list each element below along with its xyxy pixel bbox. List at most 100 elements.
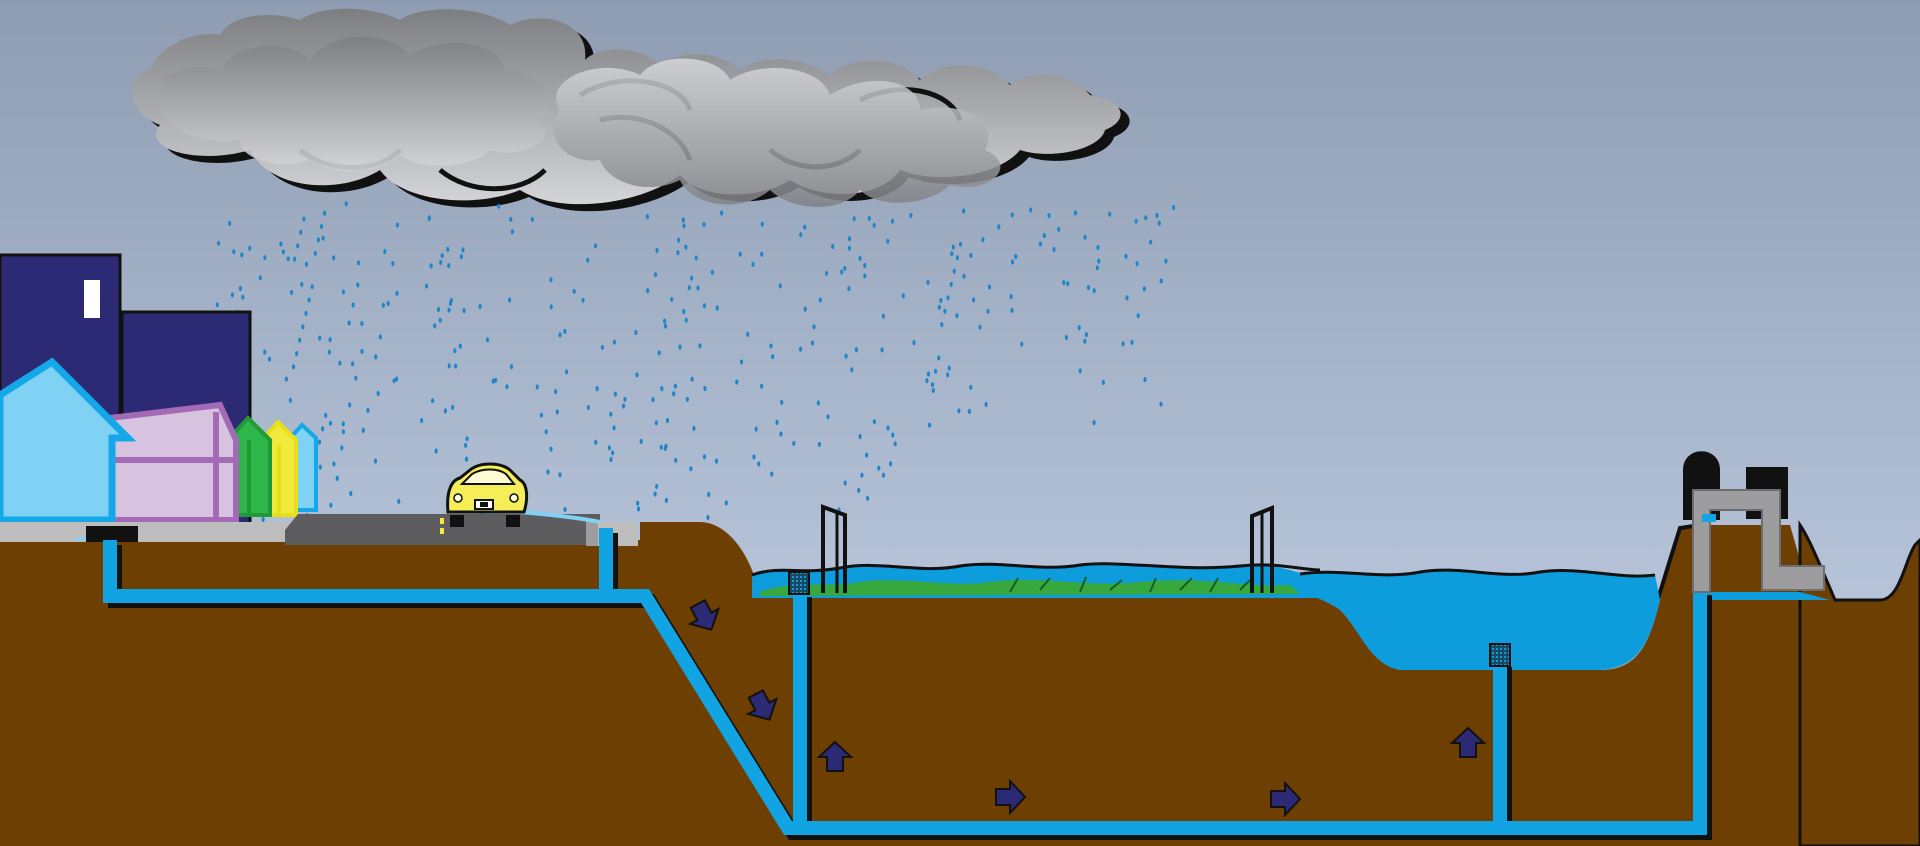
raindrop bbox=[494, 377, 498, 383]
raindrop bbox=[831, 243, 835, 250]
raindrop bbox=[307, 297, 311, 303]
raindrop bbox=[554, 389, 558, 395]
raindrop bbox=[351, 302, 355, 308]
raindrop bbox=[1083, 234, 1087, 240]
raindrop bbox=[1064, 334, 1068, 341]
raindrop bbox=[858, 433, 862, 440]
raindrop bbox=[289, 289, 294, 296]
tower-window bbox=[84, 280, 100, 318]
raindrop bbox=[684, 317, 688, 323]
raindrop bbox=[636, 506, 641, 512]
raindrop bbox=[775, 419, 779, 425]
raindrop bbox=[660, 386, 664, 392]
raindrop bbox=[702, 303, 707, 309]
raindrop bbox=[760, 383, 764, 389]
raindrop bbox=[300, 281, 304, 287]
raindrop bbox=[1108, 211, 1112, 217]
raindrop bbox=[613, 391, 618, 397]
raindrop bbox=[1066, 281, 1070, 287]
raindrop bbox=[240, 252, 244, 258]
raindrop bbox=[714, 458, 719, 464]
raindrop bbox=[636, 500, 640, 506]
raindrop bbox=[302, 216, 306, 222]
raindrop bbox=[299, 229, 303, 235]
raindrop bbox=[600, 344, 605, 350]
raindrop bbox=[1134, 218, 1138, 224]
raindrop bbox=[926, 371, 931, 377]
raindrop bbox=[535, 384, 539, 390]
raindrop bbox=[706, 514, 710, 521]
left-inlet bbox=[86, 526, 138, 542]
raindrop bbox=[760, 251, 764, 257]
raindrop bbox=[248, 245, 252, 251]
raindrop bbox=[447, 263, 451, 269]
raindrop bbox=[752, 454, 756, 460]
raindrop bbox=[847, 236, 852, 242]
raindrop bbox=[427, 215, 431, 222]
raindrop bbox=[1101, 379, 1105, 386]
raindrop bbox=[754, 426, 758, 432]
raindrop bbox=[803, 306, 807, 312]
raindrop bbox=[696, 285, 700, 291]
raindrop bbox=[230, 292, 234, 298]
raindrop bbox=[347, 320, 351, 326]
rainfall bbox=[213, 201, 1176, 525]
raindrop bbox=[356, 282, 360, 288]
raindrop bbox=[321, 235, 325, 241]
raindrop bbox=[310, 284, 314, 290]
raindrop bbox=[341, 289, 345, 295]
raindrop bbox=[1097, 258, 1101, 264]
raindrop bbox=[654, 420, 658, 426]
raindrop bbox=[328, 420, 333, 426]
raindrop bbox=[539, 412, 544, 418]
raindrop bbox=[1159, 278, 1163, 284]
raindrop bbox=[485, 337, 490, 343]
raindrop bbox=[1086, 284, 1091, 291]
raindrop bbox=[366, 407, 370, 413]
raindrop bbox=[769, 343, 773, 349]
raindrop bbox=[1010, 259, 1015, 265]
raindrop bbox=[778, 283, 782, 289]
raindrop bbox=[373, 458, 378, 464]
raindrop bbox=[594, 439, 598, 445]
raindrop bbox=[454, 363, 458, 369]
raindrop bbox=[912, 340, 916, 346]
raindrop bbox=[1057, 226, 1061, 232]
raindrop bbox=[925, 378, 929, 384]
raindrop bbox=[318, 464, 322, 470]
raindrop bbox=[549, 446, 553, 452]
raindrop bbox=[940, 322, 944, 328]
raindrop bbox=[653, 491, 657, 497]
raindrop bbox=[332, 461, 336, 467]
raindrop bbox=[943, 308, 947, 314]
raindrop bbox=[984, 401, 988, 407]
raindrop bbox=[720, 210, 724, 216]
raindrop bbox=[607, 445, 612, 451]
wetland-post-left bbox=[821, 504, 847, 593]
raindrop bbox=[263, 349, 267, 355]
raindrop bbox=[779, 431, 783, 437]
raindrop bbox=[623, 396, 627, 402]
raindrop bbox=[1136, 313, 1140, 319]
raindrop bbox=[288, 397, 292, 403]
raindrop bbox=[690, 275, 694, 281]
raindrop bbox=[304, 310, 308, 316]
raindrop bbox=[639, 438, 643, 444]
raindrop bbox=[901, 293, 905, 299]
raindrop bbox=[555, 409, 559, 415]
raindrop bbox=[1009, 294, 1013, 300]
far-right-slope bbox=[1798, 520, 1920, 846]
raindrop bbox=[329, 502, 333, 508]
raindrop bbox=[843, 480, 847, 486]
raindrop bbox=[863, 273, 867, 279]
raindrop bbox=[890, 218, 895, 224]
raindrop bbox=[893, 441, 897, 447]
raindrop bbox=[962, 273, 966, 279]
raindrop bbox=[844, 353, 848, 359]
raindrop bbox=[612, 339, 617, 345]
raindrop bbox=[735, 379, 739, 385]
raindrop bbox=[812, 324, 816, 330]
raindrop bbox=[1164, 258, 1168, 264]
raindrop bbox=[612, 425, 616, 431]
raindrop bbox=[386, 300, 390, 306]
